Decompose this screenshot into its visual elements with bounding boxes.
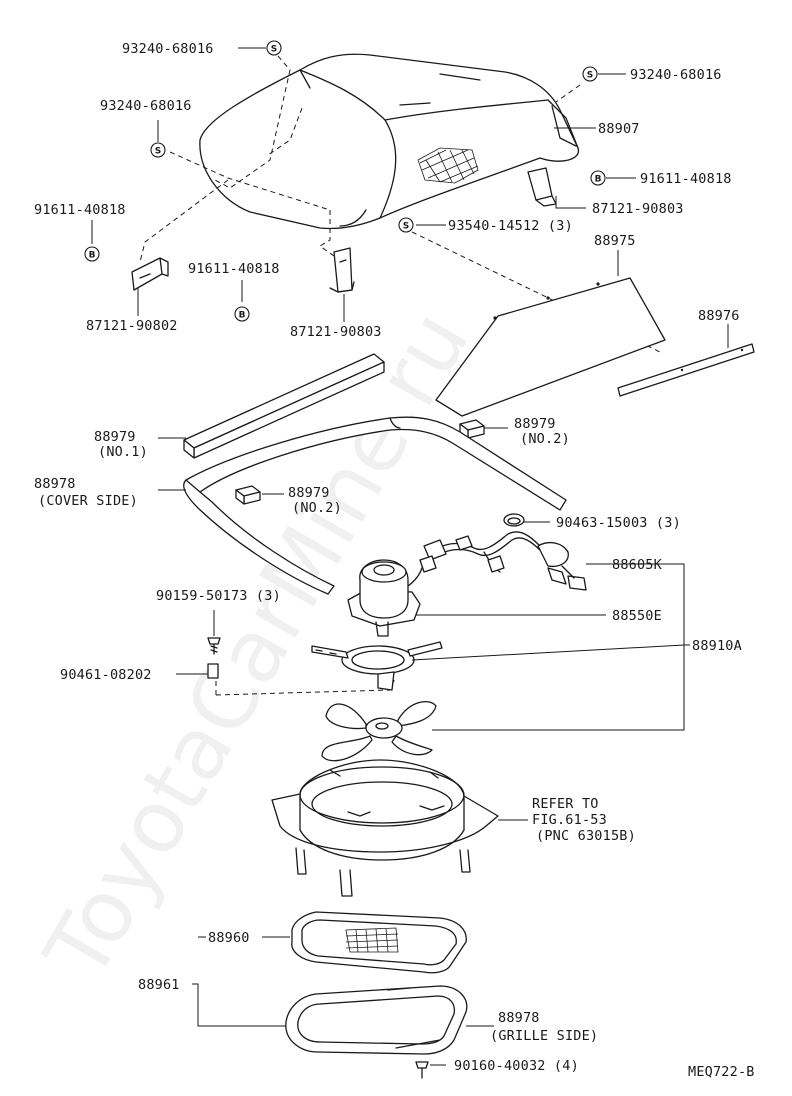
symbol-b-1: B [84,246,100,262]
label-91611-40818-a: 91611-40818 [34,202,126,218]
bracket-87121-90802 [131,257,169,291]
plate-88975 [435,277,666,417]
svg-text:S: S [403,222,409,232]
wire-harness-88605k [423,531,587,591]
symbol-b-2: B [590,170,606,186]
label-91611-40818-c: 91611-40818 [188,261,280,277]
label-93540-14512: 93540-14512 (3) [448,218,573,234]
label-88979-no2-left-note: (NO.2) [292,500,342,516]
bracket-87121-90803-right [527,167,557,207]
label-90463-15003: 90463-15003 (3) [556,515,681,531]
screw-90159 [207,637,221,655]
svg-text:B: B [89,251,96,261]
symbol-s-2: S [582,66,598,82]
label-90461-08202: 90461-08202 [60,667,152,683]
label-88975: 88975 [594,233,636,249]
frame-88978-grille-side [285,985,468,1055]
label-88907: 88907 [598,121,640,137]
label-88978-grille-note: (GRILLE SIDE) [490,1028,598,1044]
fan-bracket [311,641,443,691]
fan-motor-88550e [347,555,437,637]
label-88978-cover-part: 88978 [34,476,76,492]
label-88979-no1-note: (NO.1) [98,444,148,460]
clip-90461 [207,663,219,679]
label-87121-90803-right: 87121-90803 [592,201,684,217]
diagram-code: MEQ722-B [688,1064,755,1080]
watermark: ToyotaCarMine.ru [26,295,489,997]
frame-88978-cover-side [183,416,567,595]
label-90159-50173: 90159-50173 (3) [156,588,281,604]
hidden-lines [139,55,661,696]
symbol-b-3: B [234,306,250,322]
label-87121-90803-center: 87121-90803 [290,324,382,340]
label-93240-68016-a: 93240-68016 [122,41,214,57]
symbol-s-4: S [398,217,414,233]
label-88979-no2-left-part: 88979 [288,485,330,501]
label-refer-to: REFER TO [532,796,599,812]
label-refer-fig: FIG.61-53 [532,812,607,828]
fan-blade [321,700,437,762]
label-90160-40032: 90160-40032 (4) [454,1058,579,1074]
label-88979-no2-right-part: 88979 [514,416,556,432]
seal-88979-no2-left [235,485,261,505]
bracket-87121-90803-center [329,247,355,293]
fan-shroud [271,759,499,897]
label-88978-grille-part: 88978 [498,1010,540,1026]
svg-text:S: S [271,45,277,55]
svg-text:B: B [239,311,246,321]
symbol-s-3: S [150,142,166,158]
label-88976: 88976 [698,308,740,324]
label-88550e: 88550E [612,608,662,624]
cover-mesh [417,147,479,184]
symbol-s-1: S [266,40,282,56]
label-93240-68016-b: 93240-68016 [630,67,722,83]
roof-cover [199,53,579,230]
grille-88960 [291,911,467,974]
label-91611-40818-b: 91611-40818 [640,171,732,187]
label-88960: 88960 [208,930,250,946]
strip-88976 [617,343,755,397]
seal-88979-no1 [183,353,385,459]
label-88961: 88961 [138,977,180,993]
svg-text:S: S [155,147,161,157]
label-88910a: 88910A [692,638,742,654]
svg-text:S: S [587,71,593,81]
label-93240-68016-c: 93240-68016 [100,98,192,114]
label-88605k: 88605K [612,557,663,573]
label-88979-no2-right-note: (NO.2) [520,431,570,447]
svg-text:B: B [595,175,602,185]
screw-90160 [415,1061,429,1079]
wire-clamp [503,513,525,527]
label-88978-cover-note: (COVER SIDE) [38,493,138,509]
leader-lines [91,47,729,1066]
label-refer-pnc: (PNC 63015B) [536,828,636,844]
label-88979-no1-part: 88979 [94,429,136,445]
label-87121-90802: 87121-90802 [86,318,178,334]
